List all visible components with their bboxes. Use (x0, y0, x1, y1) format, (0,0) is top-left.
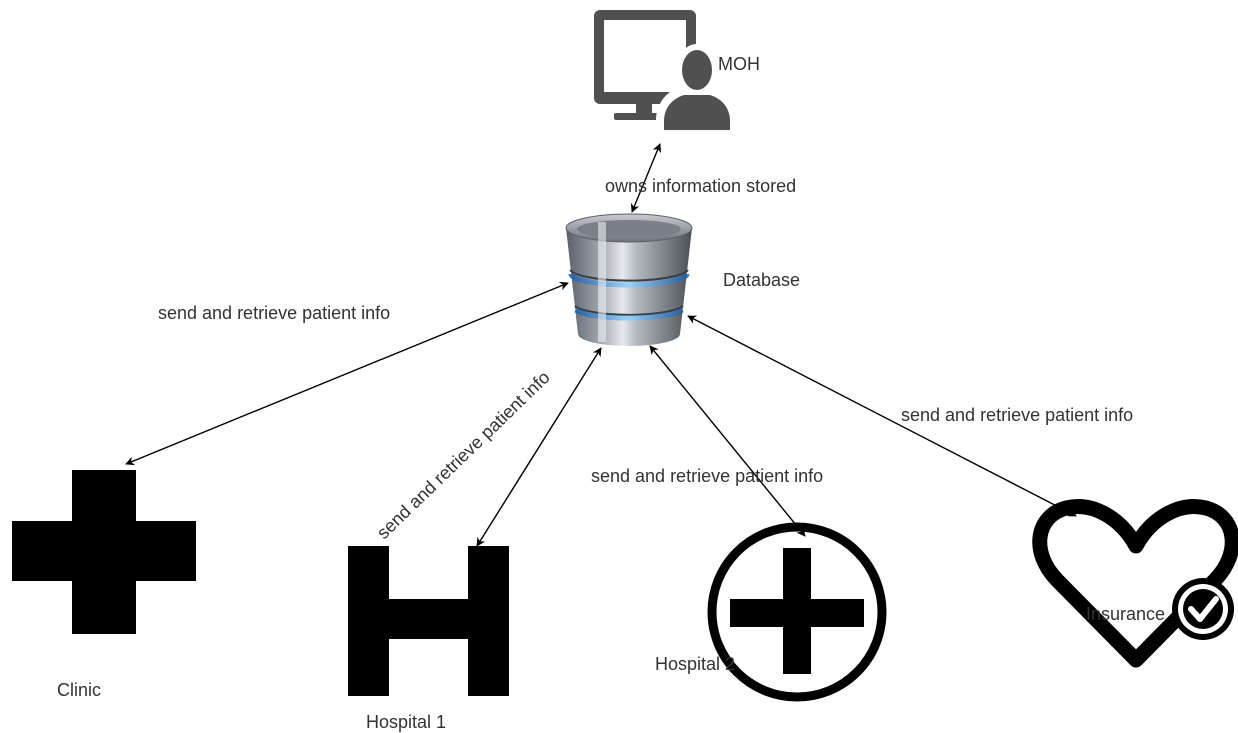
edge-label-hospital1-database: send and retrieve patient info (373, 367, 554, 543)
edge-insurance-database[interactable] (687, 315, 1077, 517)
edge-hospital2-database[interactable] (649, 345, 806, 537)
hospital2-node[interactable]: Hospital 2 (655, 522, 887, 702)
edge-label-clinic-database: send and retrieve patient info (158, 303, 390, 323)
clinic-label: Clinic (57, 680, 101, 700)
clinic-node[interactable]: Clinic (12, 470, 196, 700)
hospital1-label: Hospital 1 (366, 712, 446, 732)
database-node[interactable]: Database (565, 213, 800, 346)
medical-cross-icon (12, 470, 196, 634)
edges (125, 143, 1077, 547)
database-label: Database (723, 270, 800, 290)
hospital-h-icon (348, 546, 509, 696)
moh-node[interactable]: MOH (594, 10, 760, 130)
database-icon (565, 213, 693, 346)
edge-clinic-database[interactable] (125, 281, 569, 466)
edge-hospital1-database[interactable] (476, 347, 602, 547)
insurance-node[interactable]: Insurance (1032, 499, 1238, 668)
heart-check-icon (1032, 499, 1238, 668)
edge-label-hospital2-database: send and retrieve patient info (591, 466, 823, 486)
moh-label: MOH (718, 54, 760, 74)
computer-user-icon (594, 10, 738, 130)
edge-label-moh-database: owns information stored (605, 176, 796, 196)
edge-label-insurance-database: send and retrieve patient info (901, 405, 1133, 425)
circled-cross-icon (707, 522, 887, 702)
insurance-label: Insurance (1086, 604, 1165, 624)
hospital2-label: Hospital 2 (655, 654, 735, 674)
hospital1-node[interactable]: Hospital 1 (348, 546, 509, 732)
edge-moh-database[interactable] (630, 143, 662, 213)
